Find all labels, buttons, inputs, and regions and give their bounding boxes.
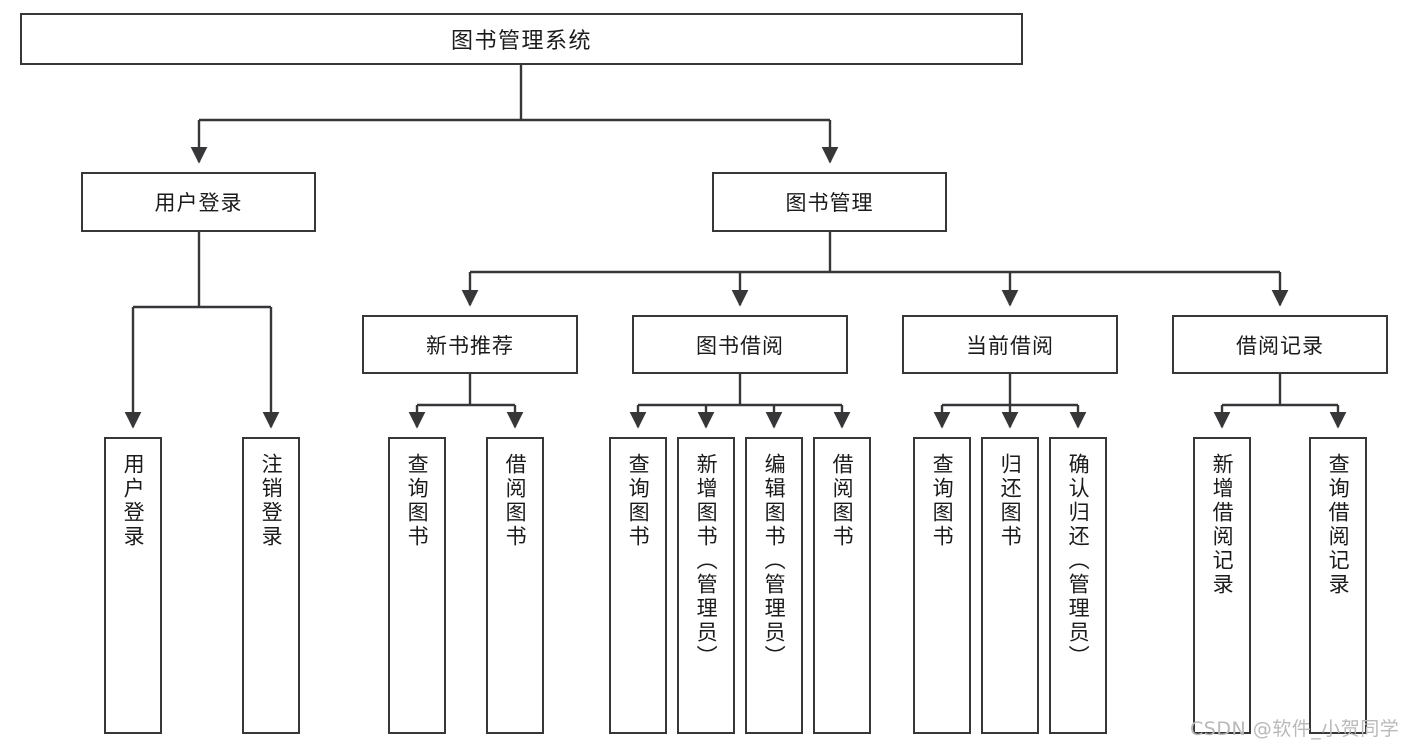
node-new-book-recommend[interactable]: 新书推荐 (362, 315, 578, 374)
node-label: 编辑图书（管理员） (762, 453, 787, 669)
leaf-newbook-query-book[interactable]: 查询图书 (388, 437, 446, 734)
node-book-management[interactable]: 图书管理 (712, 172, 947, 232)
node-label: 借阅图书 (830, 453, 855, 549)
watermark-csdn: CSDN @软件_小贺同学 (1190, 718, 1400, 740)
leaf-borrow-borrow-book[interactable]: 借阅图书 (813, 437, 871, 734)
leaf-newbook-borrow-book[interactable]: 借阅图书 (486, 437, 544, 734)
node-label: 确认归还（管理员） (1066, 453, 1091, 669)
node-label: 新增借阅记录 (1210, 453, 1235, 597)
node-label: 图书管理 (785, 191, 874, 215)
leaf-user-login[interactable]: 用户登录 (104, 437, 162, 734)
node-root-system[interactable]: 图书管理系统 (20, 13, 1023, 65)
node-current-borrow[interactable]: 当前借阅 (902, 315, 1118, 374)
node-label: 查询借阅记录 (1326, 453, 1351, 597)
node-label: 新增图书（管理员） (694, 453, 719, 669)
node-label: 借阅记录 (1236, 333, 1324, 358)
node-label: 用户登录 (154, 191, 243, 215)
node-book-borrow[interactable]: 图书借阅 (632, 315, 848, 374)
node-label: 新书推荐 (426, 333, 514, 358)
node-label: 注销登录 (259, 453, 284, 549)
node-label: 归还图书 (998, 453, 1023, 549)
node-user-login[interactable]: 用户登录 (81, 172, 316, 232)
leaf-current-confirm-return[interactable]: 确认归还（管理员） (1049, 437, 1107, 734)
leaf-borrow-query-book[interactable]: 查询图书 (609, 437, 667, 734)
leaf-record-add-record[interactable]: 新增借阅记录 (1193, 437, 1251, 734)
node-label: 借阅图书 (503, 453, 528, 549)
node-borrow-record[interactable]: 借阅记录 (1172, 315, 1388, 374)
leaf-borrow-add-book[interactable]: 新增图书（管理员） (677, 437, 735, 734)
node-label: 查询图书 (405, 453, 430, 549)
leaf-borrow-edit-book[interactable]: 编辑图书（管理员） (745, 437, 803, 734)
node-label: 图书借阅 (696, 333, 784, 358)
node-label: 查询图书 (930, 453, 955, 549)
node-label: 当前借阅 (966, 333, 1054, 358)
leaf-user-logout[interactable]: 注销登录 (242, 437, 300, 734)
node-label: 查询图书 (626, 453, 651, 549)
node-label: 图书管理系统 (450, 29, 592, 54)
leaf-record-query-record[interactable]: 查询借阅记录 (1309, 437, 1367, 734)
leaf-current-return-book[interactable]: 归还图书 (981, 437, 1039, 734)
leaf-current-query-book[interactable]: 查询图书 (913, 437, 971, 734)
node-label: 用户登录 (121, 453, 146, 549)
